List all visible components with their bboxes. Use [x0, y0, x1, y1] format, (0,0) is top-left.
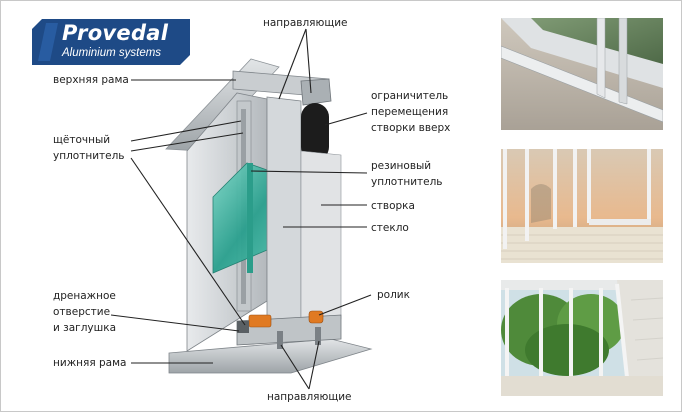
label-drainage-line-3: и заглушка [53, 322, 117, 334]
label-brush-seal-line-2: уплотнитель [53, 150, 125, 162]
glass-edge [247, 163, 253, 273]
logo-subtitle: Aluminium systems [62, 47, 162, 59]
photo-balcony-sunset [501, 149, 663, 263]
logo-badge-shape [32, 19, 190, 65]
bottom-guide-right [315, 327, 321, 345]
label-drainage-line-2: отверстие [53, 306, 111, 318]
label-bottom-guide: направляющие [267, 391, 352, 403]
drain-hole [237, 321, 249, 333]
label-rubber-seal: резиновый уплотнитель [371, 158, 443, 190]
leader-lines [110, 28, 372, 390]
logo-name: Provedal [62, 21, 169, 45]
limiter-rubber-top [301, 103, 329, 161]
label-rubber-seal-line-2: уплотнитель [371, 176, 443, 188]
photo-frame-closeup [501, 18, 663, 130]
label-limiter-line-2: перемещения [371, 106, 449, 118]
label-rubber-seal-line-1: резиновый [371, 160, 432, 172]
label-brush-seal-line-1: щёточный [53, 134, 111, 146]
sash-right-profile [266, 96, 302, 332]
top-guide-profile [300, 78, 332, 106]
label-limiter-line-3: створки вверх [371, 122, 451, 134]
window-cutaway-diagram [110, 28, 373, 390]
drain-plug [248, 314, 272, 328]
sash-body [300, 150, 342, 322]
bottom-frame [168, 338, 373, 374]
label-limiter-line-1: ограничитель [371, 90, 449, 102]
label-bottom-frame: нижняя рама [53, 357, 127, 369]
label-brush-seal: щёточный уплотнитель [53, 132, 125, 164]
bottom-guide-left [277, 331, 283, 349]
label-drainage: дренажное отверстие и заглушка [53, 288, 116, 336]
label-drainage-line-1: дренажное [53, 290, 116, 302]
roller [308, 310, 324, 324]
label-limiter: ограничитель перемещения створки вверх [371, 88, 450, 136]
label-top-guide: направляющие [263, 17, 348, 29]
label-sash: створка [371, 200, 415, 212]
photo-balcony-trees [501, 280, 663, 396]
label-top-frame: верхняя рама [53, 74, 129, 86]
label-roller: ролик [377, 289, 410, 301]
provedal-logo: Provedal Aluminium systems [32, 19, 190, 65]
label-glass: стекло [371, 222, 409, 234]
